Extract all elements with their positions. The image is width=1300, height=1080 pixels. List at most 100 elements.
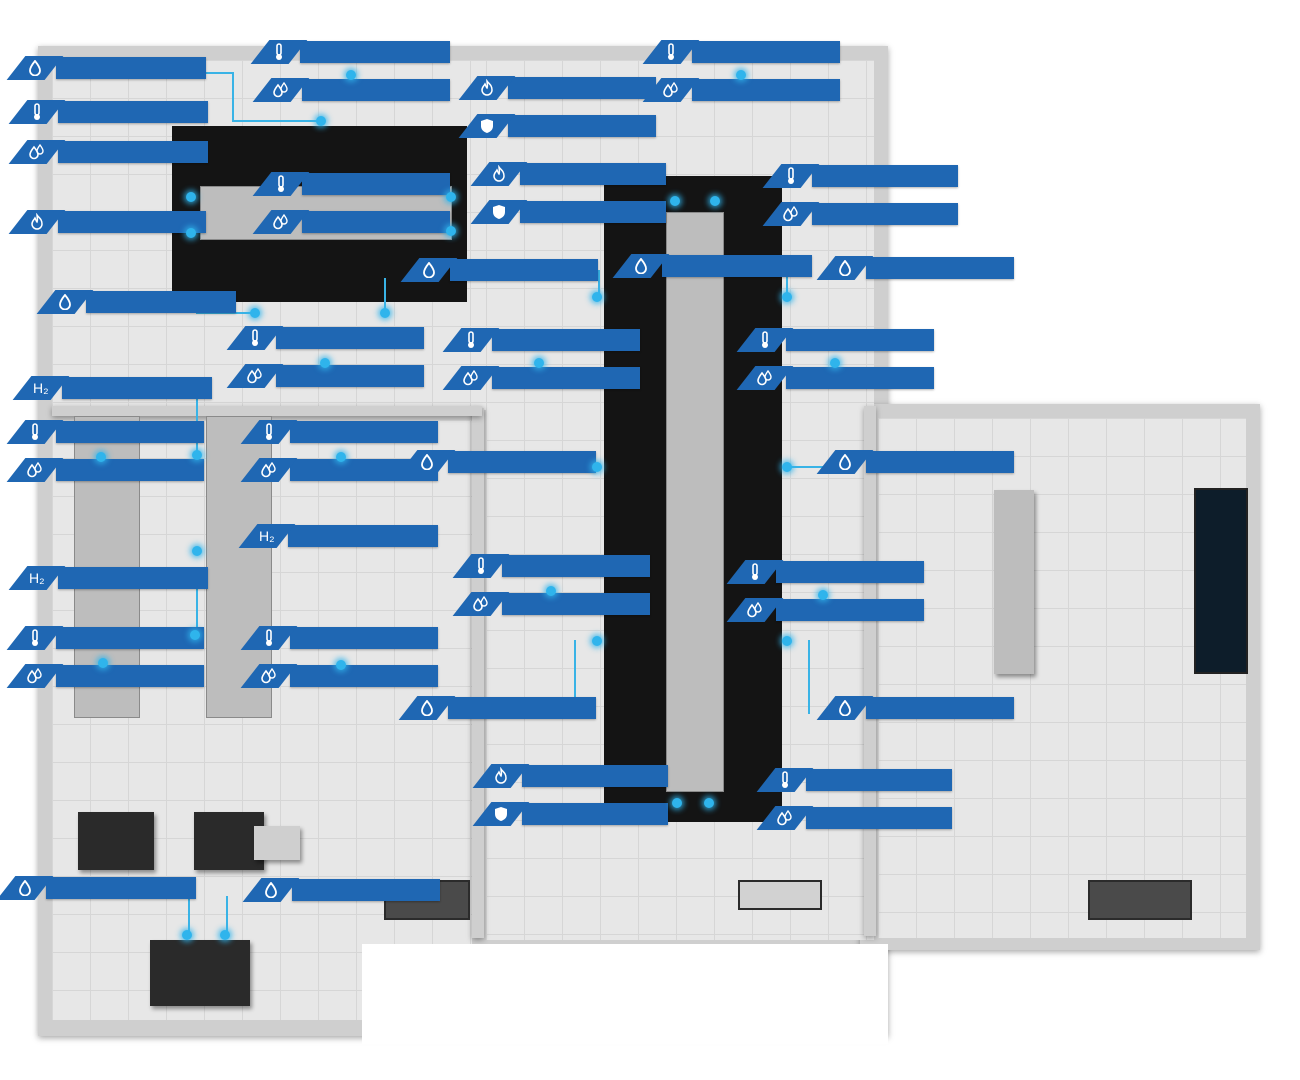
hydrogen-sensor-label[interactable]: H₂ bbox=[12, 376, 212, 400]
thermometer-icon bbox=[240, 420, 298, 444]
sensor-value-bar bbox=[302, 79, 450, 101]
humidity-sensor-label[interactable] bbox=[736, 366, 934, 390]
water-leak-sensor-label[interactable] bbox=[398, 450, 596, 474]
sensor-node-dot[interactable] bbox=[96, 452, 106, 462]
sensor-node-dot[interactable] bbox=[592, 636, 602, 646]
sensor-node-dot[interactable] bbox=[220, 930, 230, 940]
humidity-sensor-label[interactable] bbox=[252, 210, 450, 234]
sensor-node-dot[interactable] bbox=[670, 196, 680, 206]
sensor-value-bar bbox=[290, 459, 438, 481]
hydrogen-sensor-label[interactable]: H₂ bbox=[8, 566, 208, 590]
sensor-node-dot[interactable] bbox=[736, 70, 746, 80]
humidity-icon bbox=[736, 366, 794, 390]
display-wall-panel[interactable] bbox=[1194, 488, 1248, 674]
water-leak-sensor-label[interactable] bbox=[242, 878, 440, 902]
temperature-sensor-label[interactable] bbox=[762, 164, 958, 188]
temperature-sensor-label[interactable] bbox=[442, 328, 640, 352]
humidity-icon bbox=[452, 592, 510, 616]
sensor-node-dot[interactable] bbox=[534, 358, 544, 368]
temperature-sensor-label[interactable] bbox=[240, 626, 438, 650]
water-leak-sensor-label[interactable] bbox=[36, 290, 236, 314]
sensor-node-dot[interactable] bbox=[336, 660, 346, 670]
wire bbox=[232, 72, 234, 120]
smoke-sensor-label[interactable] bbox=[470, 162, 666, 186]
sensor-node-dot[interactable] bbox=[190, 630, 200, 640]
security-sensor-label[interactable] bbox=[470, 200, 666, 224]
temperature-sensor-label[interactable] bbox=[726, 560, 924, 584]
water-leak-sensor-label[interactable] bbox=[612, 254, 812, 278]
humidity-sensor-label[interactable] bbox=[642, 78, 840, 102]
sensor-node-dot[interactable] bbox=[192, 450, 202, 460]
temperature-sensor-label[interactable] bbox=[642, 40, 840, 64]
security-sensor-label[interactable] bbox=[472, 802, 668, 826]
sensor-node-dot[interactable] bbox=[380, 308, 390, 318]
sensor-node-dot[interactable] bbox=[704, 798, 714, 808]
humidity-sensor-label[interactable] bbox=[226, 364, 424, 388]
humidity-icon bbox=[226, 364, 284, 388]
sensor-node-dot[interactable] bbox=[782, 292, 792, 302]
temperature-sensor-label[interactable] bbox=[252, 172, 450, 196]
water-leak-sensor-label[interactable] bbox=[400, 258, 598, 282]
hydrogen-sensor-label[interactable]: H₂ bbox=[238, 524, 438, 548]
hydrogen-label: H₂ bbox=[259, 528, 275, 544]
smoke-sensor-label[interactable] bbox=[458, 76, 656, 100]
humidity-sensor-label[interactable] bbox=[8, 140, 208, 164]
sensor-node-dot[interactable] bbox=[250, 308, 260, 318]
humidity-sensor-label[interactable] bbox=[442, 366, 640, 390]
water-leak-sensor-label[interactable] bbox=[816, 450, 1014, 474]
temperature-sensor-label[interactable] bbox=[6, 626, 204, 650]
temperature-sensor-label[interactable] bbox=[756, 768, 952, 792]
sensor-node-dot[interactable] bbox=[336, 452, 346, 462]
humidity-sensor-label[interactable] bbox=[240, 458, 438, 482]
temperature-sensor-label[interactable] bbox=[250, 40, 450, 64]
sensor-node-dot[interactable] bbox=[592, 292, 602, 302]
sensor-node-dot[interactable] bbox=[346, 70, 356, 80]
sensor-node-dot[interactable] bbox=[186, 192, 196, 202]
sensor-node-dot[interactable] bbox=[830, 358, 840, 368]
temperature-sensor-label[interactable] bbox=[8, 100, 208, 124]
humidity-sensor-label[interactable] bbox=[762, 202, 958, 226]
water-leak-sensor-label[interactable] bbox=[0, 876, 196, 900]
humidity-sensor-label[interactable] bbox=[452, 592, 650, 616]
temperature-sensor-label[interactable] bbox=[6, 420, 204, 444]
temperature-sensor-label[interactable] bbox=[240, 420, 438, 444]
sensor-node-dot[interactable] bbox=[98, 658, 108, 668]
sensor-node-dot[interactable] bbox=[592, 462, 602, 472]
sensor-node-dot[interactable] bbox=[782, 636, 792, 646]
sensor-node-dot[interactable] bbox=[818, 590, 828, 600]
security-sensor-label[interactable] bbox=[458, 114, 656, 138]
sensor-value-bar bbox=[450, 259, 598, 281]
temperature-sensor-label[interactable] bbox=[226, 326, 424, 350]
smoke-sensor-label[interactable] bbox=[8, 210, 206, 234]
temperature-sensor-label[interactable] bbox=[452, 554, 650, 578]
smoke-sensor-label[interactable] bbox=[472, 764, 668, 788]
sensor-value-bar bbox=[522, 803, 668, 825]
sensor-node-dot[interactable] bbox=[192, 546, 202, 556]
inner-wall-2 bbox=[52, 406, 482, 416]
sensor-node-dot[interactable] bbox=[320, 358, 330, 368]
water-leak-sensor-label[interactable] bbox=[816, 256, 1014, 280]
humidity-sensor-label[interactable] bbox=[6, 458, 204, 482]
sensor-node-dot[interactable] bbox=[446, 226, 456, 236]
humidity-sensor-label[interactable] bbox=[726, 598, 924, 622]
sensor-node-dot[interactable] bbox=[316, 116, 326, 126]
sensor-node-dot[interactable] bbox=[182, 930, 192, 940]
wire bbox=[808, 640, 810, 714]
sensor-node-dot[interactable] bbox=[672, 798, 682, 808]
sensor-node-dot[interactable] bbox=[446, 192, 456, 202]
water-leak-sensor-label[interactable] bbox=[6, 56, 206, 80]
sensor-node-dot[interactable] bbox=[186, 228, 196, 238]
sensor-node-dot[interactable] bbox=[710, 196, 720, 206]
sensor-node-dot[interactable] bbox=[782, 462, 792, 472]
water-leak-sensor-label[interactable] bbox=[816, 696, 1014, 720]
humidity-sensor-label[interactable] bbox=[240, 664, 438, 688]
temperature-sensor-label[interactable] bbox=[736, 328, 934, 352]
sensor-value-bar bbox=[866, 697, 1014, 719]
humidity-sensor-label[interactable] bbox=[6, 664, 204, 688]
sensor-value-bar bbox=[520, 201, 666, 223]
humidity-sensor-label[interactable] bbox=[252, 78, 450, 102]
humidity-sensor-label[interactable] bbox=[756, 806, 952, 830]
sensor-value-bar bbox=[776, 599, 924, 621]
water-leak-sensor-label[interactable] bbox=[398, 696, 596, 720]
sensor-node-dot[interactable] bbox=[546, 586, 556, 596]
